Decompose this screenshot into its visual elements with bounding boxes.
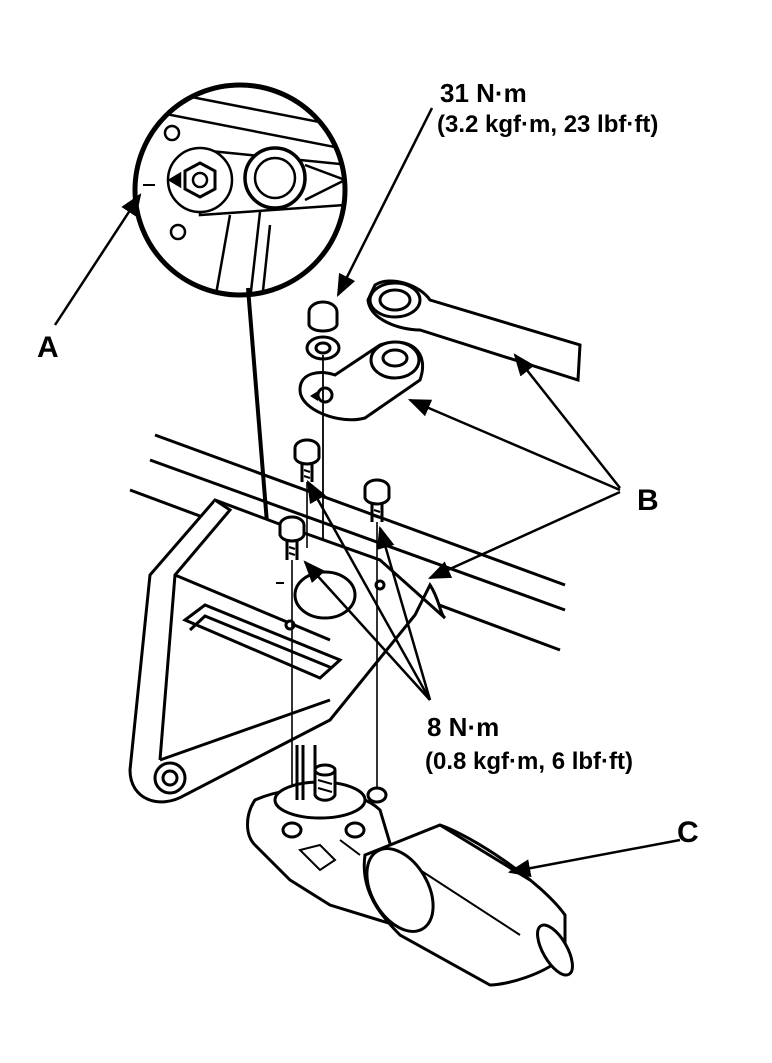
torque-bottom-conversion: (0.8 kgf·m, 6 lbf·ft) [425, 748, 633, 775]
mounting-bolts [280, 440, 389, 560]
leader-torque-bottom-2 [303, 560, 430, 700]
leader-c [507, 840, 680, 878]
callout-c: C [677, 816, 699, 849]
torque-bottom-value: 8 N·m [427, 712, 500, 742]
leader-a [55, 193, 142, 325]
torque-top-value: 31 N·m [440, 78, 527, 108]
wiper-motor [248, 765, 580, 985]
torque-top-conversion: (3.2 kgf·m, 23 lbf·ft) [437, 111, 659, 138]
leader-torque-bottom-3 [377, 525, 430, 700]
leader-torque-top [338, 108, 432, 298]
leader-torque-bottom-1 [306, 480, 430, 700]
detail-view-circle [120, 85, 360, 300]
leader-b-crank [407, 400, 620, 490]
callout-a: A [37, 331, 59, 364]
nut-and-washer [307, 302, 339, 359]
callout-b: B [637, 484, 659, 517]
detail-to-bracket-leader [248, 288, 282, 564]
leader-b-bracket [427, 492, 620, 578]
leader-b-arm [513, 353, 620, 488]
motor-bracket [130, 500, 445, 802]
